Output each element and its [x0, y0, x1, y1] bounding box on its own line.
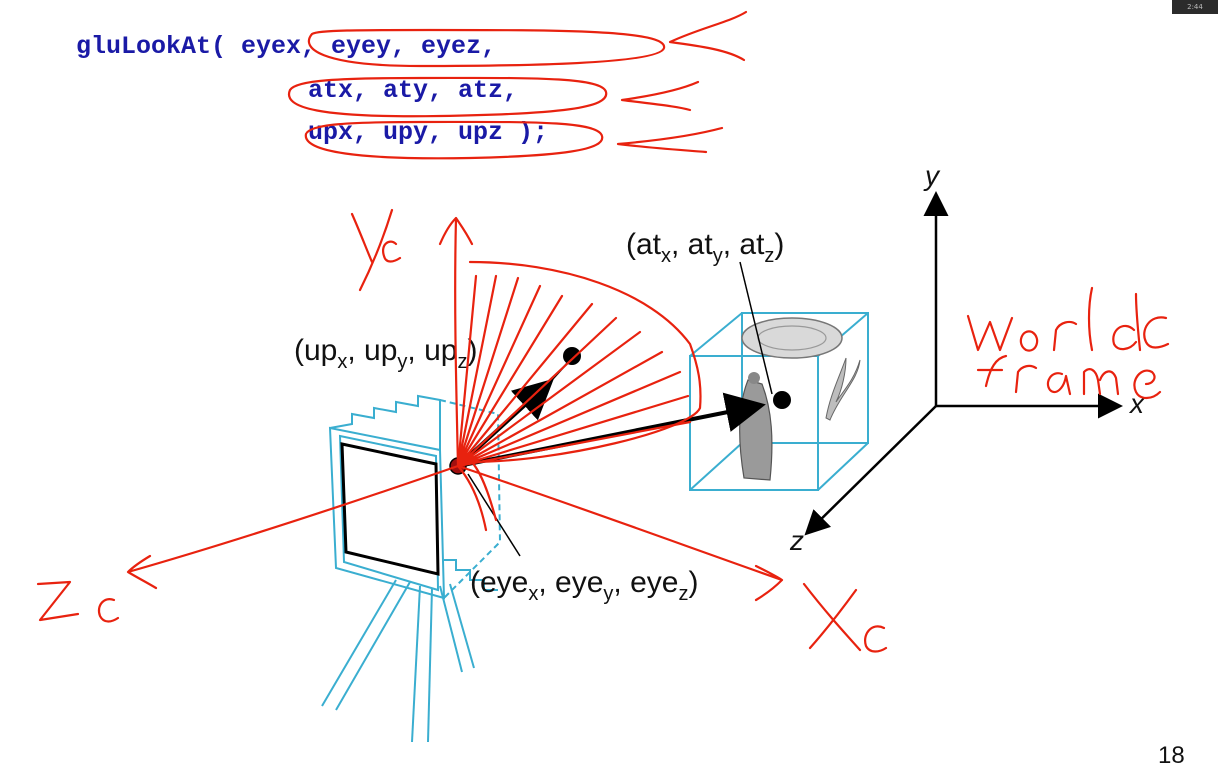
handwriting-xc — [802, 582, 888, 653]
handwriting-world — [966, 286, 1142, 352]
handwriting-yc — [350, 208, 402, 292]
up-point — [563, 347, 581, 365]
arrow-up — [616, 126, 724, 154]
handwriting-frame-c — [1143, 316, 1170, 349]
up-label: (upx, upy, upz) — [294, 334, 477, 373]
statue-icon — [739, 379, 773, 481]
oval-eye — [307, 28, 666, 68]
axis-z-label: z — [789, 525, 804, 556]
page-number: 18 — [1158, 742, 1185, 769]
corner-tab: 2:44 — [1172, 0, 1218, 14]
winged-statue-icon — [825, 357, 861, 421]
at-label: (atx, aty, atz) — [626, 228, 784, 267]
at-leader — [739, 261, 773, 395]
handwriting-zc — [36, 580, 120, 623]
camera-lens-frame — [340, 442, 440, 576]
handwriting-frame — [976, 354, 1162, 400]
camera — [321, 394, 502, 743]
camera-frame-annotations — [36, 208, 1170, 653]
view-vectors — [449, 261, 791, 557]
arrow-eye — [668, 10, 748, 62]
yc-axis-stroke — [438, 216, 474, 468]
zc-axis-stroke — [126, 464, 460, 590]
coin-icon — [741, 317, 843, 359]
world-z-axis — [804, 405, 937, 536]
left-fan-strokes — [456, 458, 498, 532]
code-annotations — [287, 10, 748, 160]
oval-at — [287, 76, 608, 118]
eye-label: (eyex, eyey, eyez) — [470, 566, 698, 605]
xc-axis-stroke — [456, 464, 784, 602]
axis-y-label: y — [923, 160, 941, 191]
world-axes: y x z — [789, 160, 1145, 556]
arrow-at — [620, 80, 700, 112]
code-line-1: gluLookAt( eyex, eyey, eyez, — [76, 32, 497, 61]
code-line-2: atx, aty, atz, — [308, 76, 519, 105]
at-point — [773, 391, 791, 409]
up-fan-hatching — [456, 274, 692, 468]
oval-up — [304, 120, 604, 160]
up-fan-arc — [468, 260, 702, 464]
